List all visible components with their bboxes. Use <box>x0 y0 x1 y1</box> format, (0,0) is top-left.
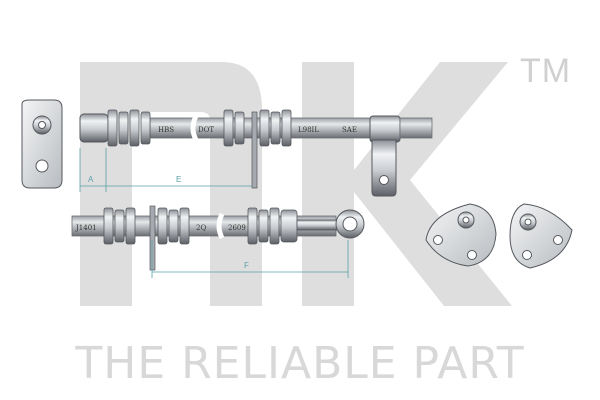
marking-2: DOT <box>198 126 214 134</box>
brake-hose-upper: HBS DOT L98IL SAE A E <box>21 99 433 197</box>
marking-5: J1401 <box>75 224 97 232</box>
dimension-a-label: A <box>88 175 94 184</box>
marking-3: L98IL <box>298 126 319 134</box>
brake-hose-lower: J1401 2Q 2609 F <box>71 205 365 278</box>
marking-4: SAE <box>342 126 357 134</box>
flange-plate-right <box>509 203 573 269</box>
dimension-f-label: F <box>244 261 249 270</box>
marking-1: HBS <box>158 126 174 134</box>
trademark-label: TM <box>520 52 572 90</box>
flange-plate-left <box>425 203 497 267</box>
marking-7: 2609 <box>228 224 246 232</box>
nk-logo <box>80 62 512 306</box>
dimension-e-label: E <box>176 175 181 184</box>
marking-6: 2Q <box>196 224 206 232</box>
slogan-text: THE RELIABLE PART <box>75 338 525 389</box>
